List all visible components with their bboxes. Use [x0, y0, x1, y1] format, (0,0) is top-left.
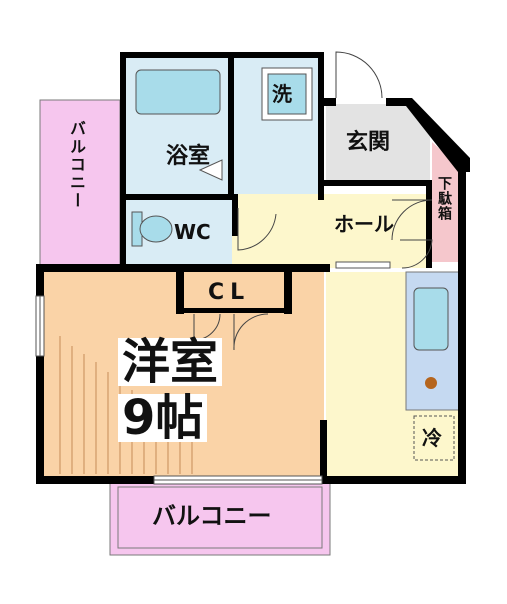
balcony-bottom-area — [109, 479, 331, 556]
genkan-label: 玄関 — [346, 130, 391, 155]
getabako-area — [432, 142, 460, 262]
balcony-bottom-label: バルコニー — [152, 502, 272, 530]
stove-dot — [425, 377, 437, 389]
wc-label: WC — [174, 220, 211, 244]
wash-label: 洗 — [272, 82, 292, 106]
getabako-label: 下駄箱 — [436, 176, 452, 221]
closet-label: CL — [208, 280, 251, 305]
genkan-area — [326, 104, 430, 184]
hall-area — [232, 194, 430, 268]
balcony-left-area — [39, 99, 121, 269]
western-room-size: 9帖 — [118, 394, 208, 442]
bath-label: 浴室 — [166, 144, 211, 169]
fridge-space — [413, 415, 455, 461]
western-room-name: 洋室 — [118, 338, 223, 386]
sink — [413, 287, 449, 351]
closet-area — [182, 272, 288, 312]
toilet-bowl — [139, 215, 173, 243]
bath-shower-mark — [198, 159, 223, 181]
bathtub — [135, 69, 221, 115]
fridge-label: 冷 — [422, 426, 442, 450]
hall-label: ホール — [334, 212, 394, 236]
balcony-left-label: バルコニー — [67, 120, 86, 210]
